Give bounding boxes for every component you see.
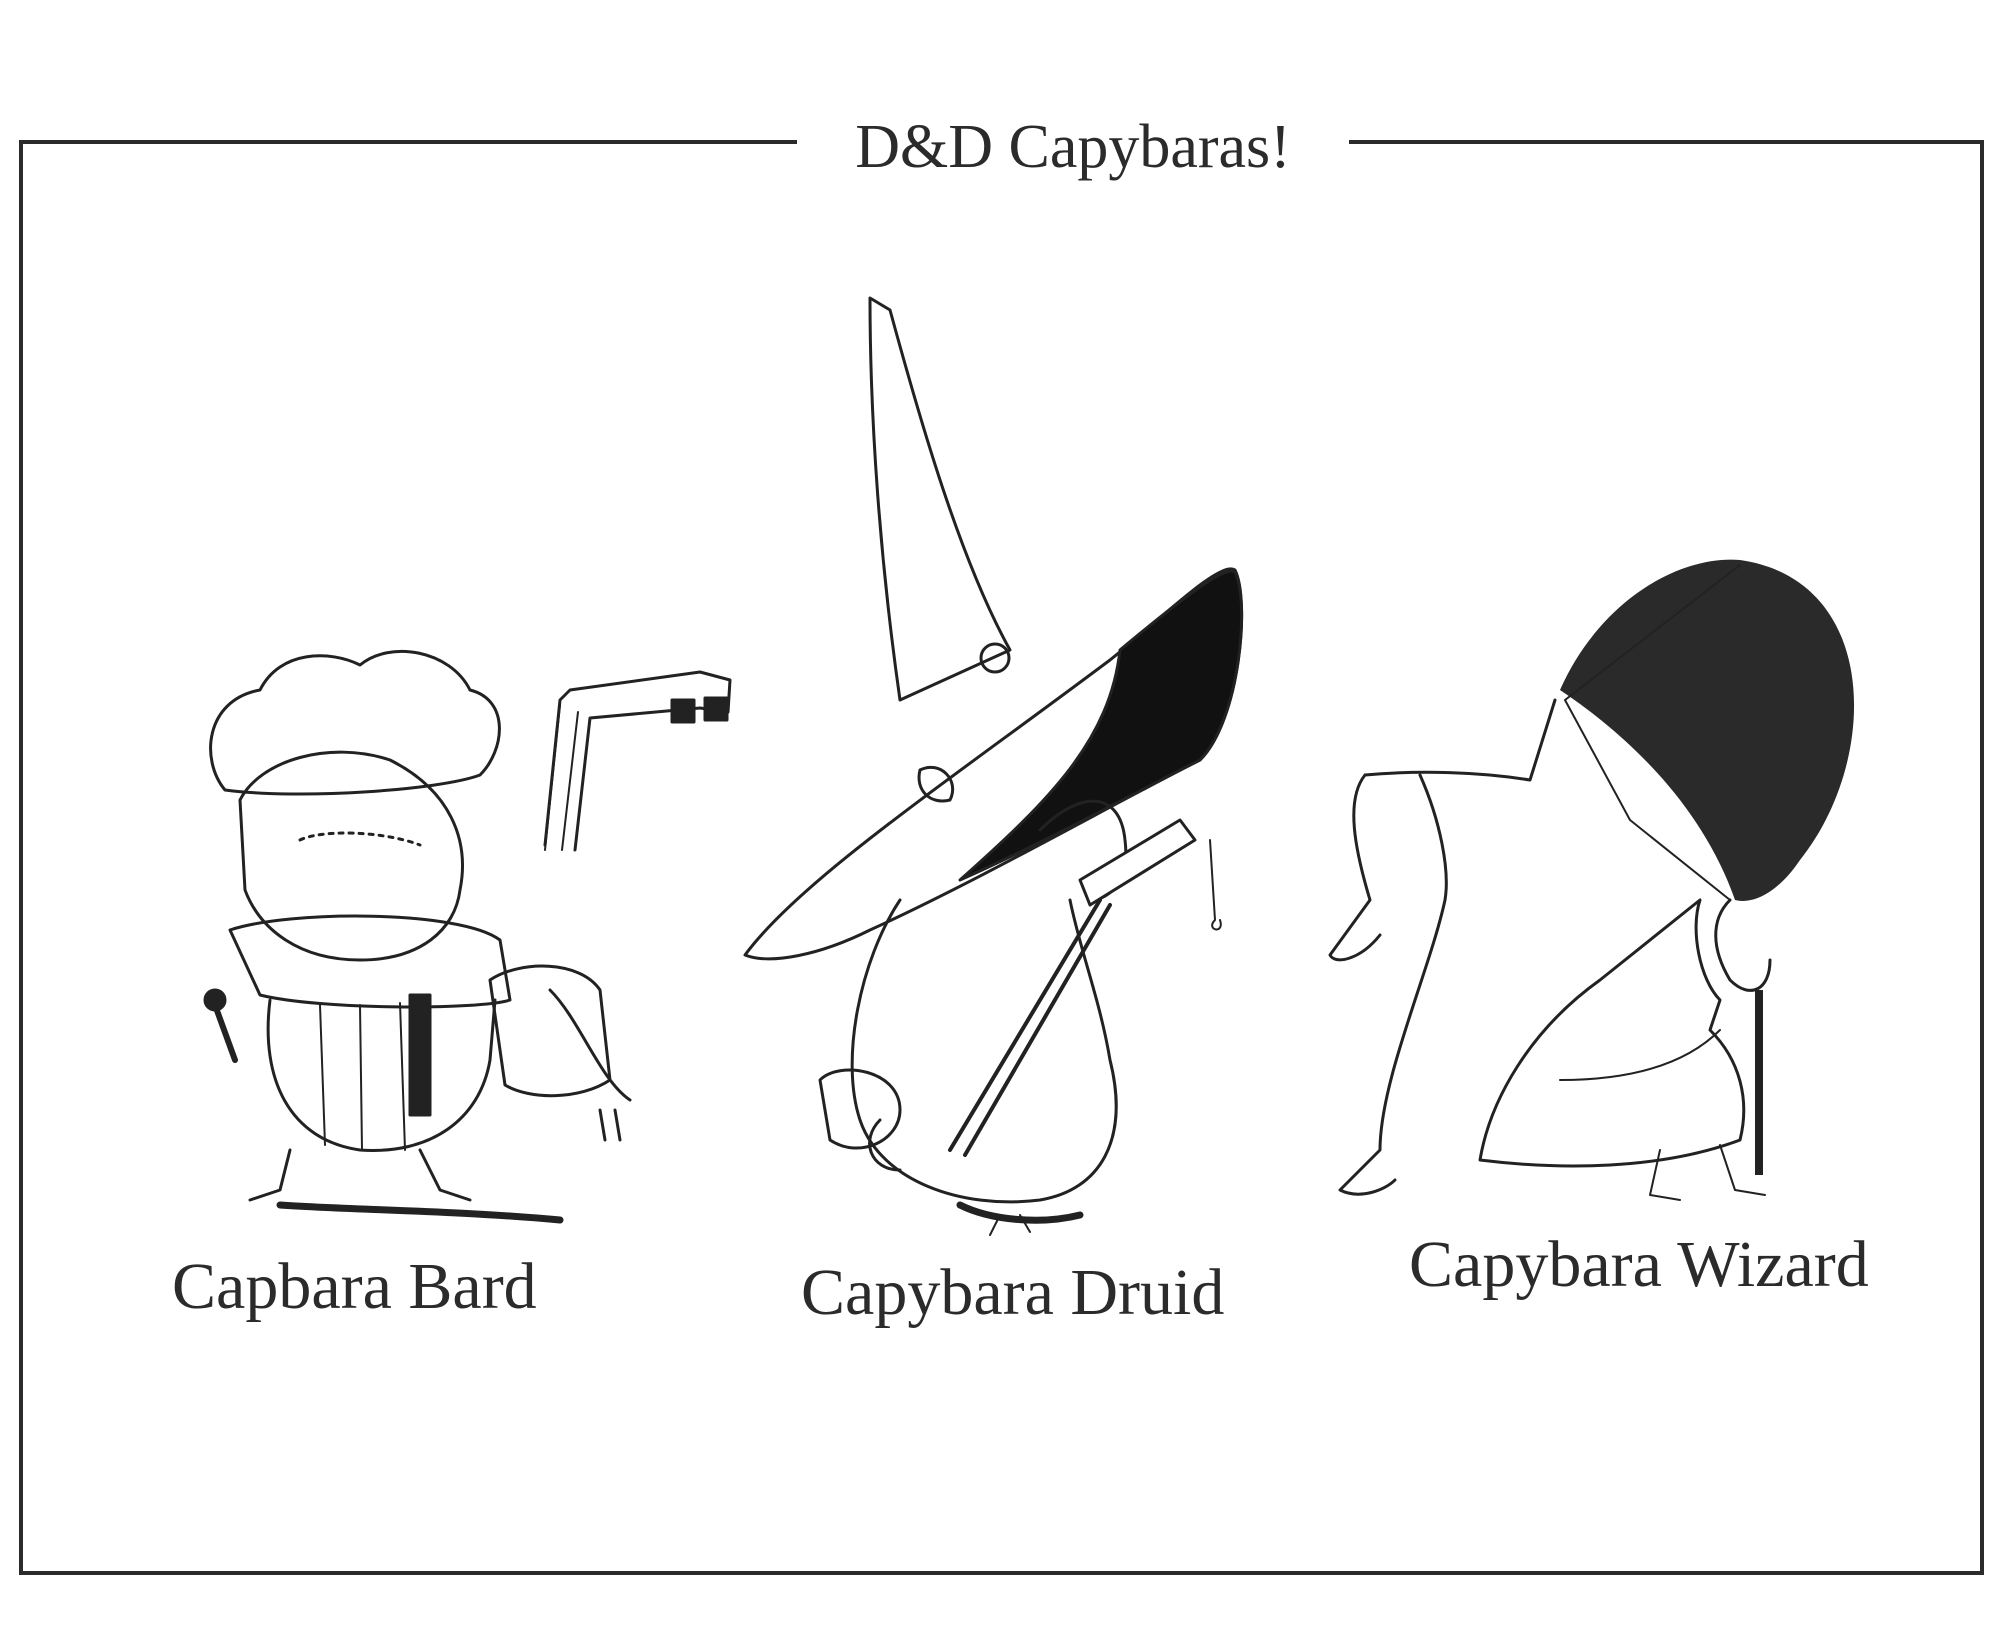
- bard-capybara-illustration: [203, 649, 732, 1224]
- frame-top-left-line: [19, 140, 797, 144]
- wizard-label: Capybara Wizard: [1409, 1228, 1869, 1301]
- bard-label: Capbara Bard: [172, 1250, 537, 1323]
- wizard-capybara-illustration: [1328, 559, 1855, 1201]
- druid-capybara-illustration: [743, 296, 1244, 1236]
- frame-top-right-line: [1349, 140, 1980, 144]
- druid-label: Capybara Druid: [801, 1256, 1225, 1329]
- comic-frame: [19, 140, 1984, 1575]
- page-title: D&D Capybaras!: [855, 113, 1291, 181]
